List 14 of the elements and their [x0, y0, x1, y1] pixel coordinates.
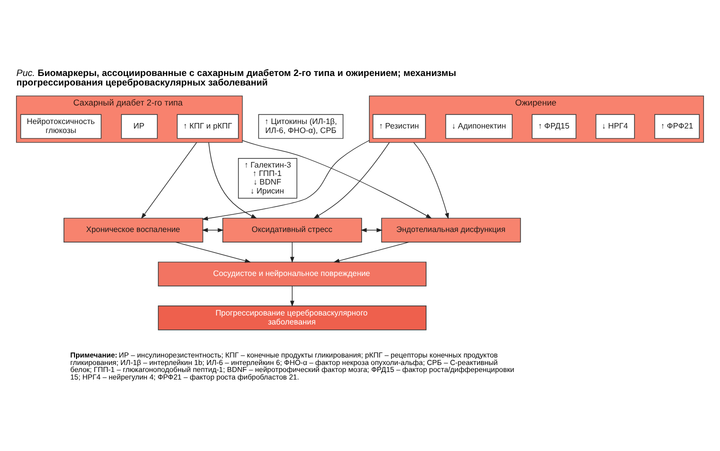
arrow [242, 140, 432, 219]
arrow [290, 242, 294, 263]
arrow [202, 228, 224, 232]
diagram-title: Рис. Биомаркеры, ассоциированные с сахарным диабетом 2-го типа и ожирением; механизмы прогрессирования цереброваскулярных заболеваний [16, 68, 456, 88]
arrow [175, 242, 251, 263]
arrow [360, 228, 383, 232]
arrow [202, 140, 370, 221]
arrow [413, 142, 449, 220]
arrow [208, 142, 258, 219]
arrow [313, 142, 390, 219]
label: Примечание: ИР – инсулинорезистентность; КПГ – конечные продукты гликирования; рКПГ – рецепторы конечных продуктов гликирования; ИЛ-1β – интерлейкин 1b; ИЛ-6 – интерлейкин 6; ФНО-α – фактор некроза опухоли-альфа; СРБ – С-реактивный белок; ГПП-1 – глюкагоноподобный пептид-1; BDNF – нейротрофический фактор мозга; ФРД15 – фактор роста/дифференцировки 15; НРГ4 – нейрегулин 4; ФРФ21 – фактор роста фибробластов 21. [70, 350, 514, 382]
arrow [141, 142, 198, 219]
arrow [333, 242, 410, 263]
arrow [290, 286, 294, 307]
